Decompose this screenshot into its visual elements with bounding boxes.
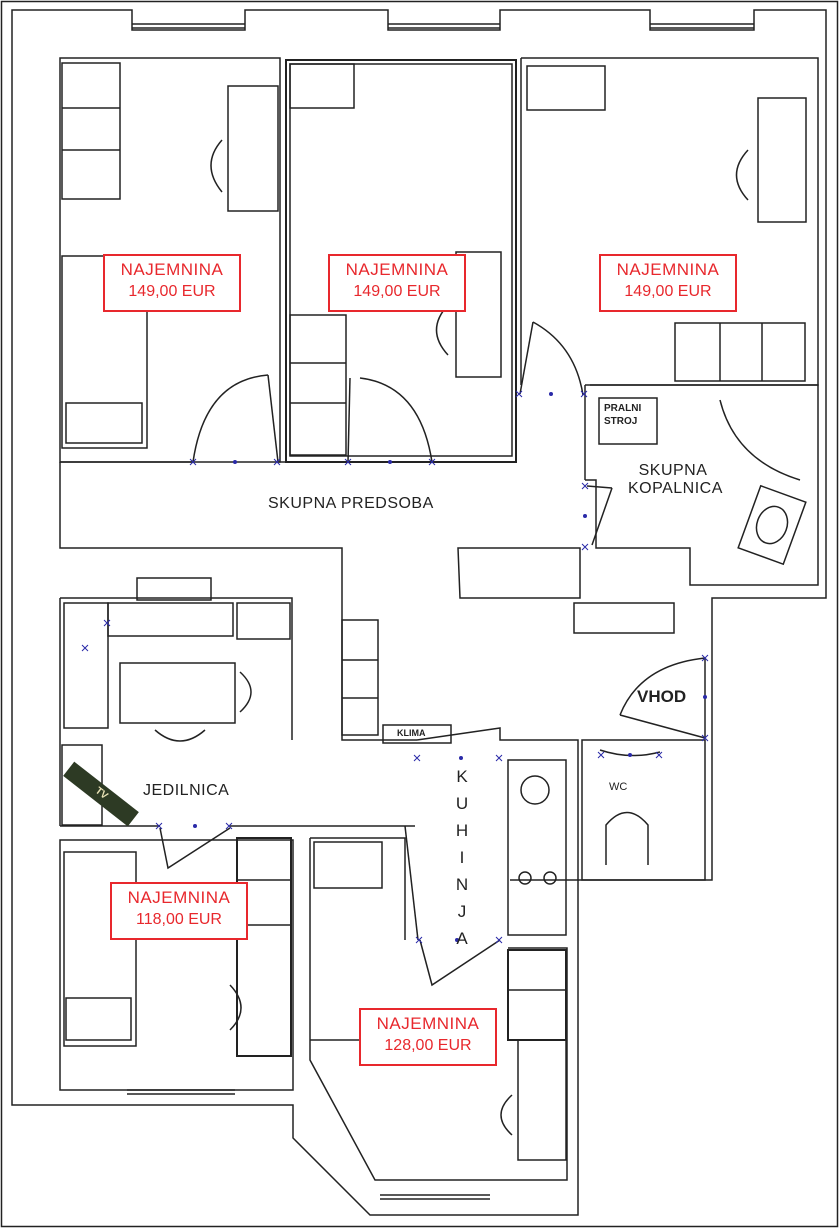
room3-price-box: NAJEMNINA 149,00 EUR [599, 254, 737, 312]
entrance-label: VHOD [637, 687, 687, 706]
kitchen-letter: J [457, 902, 467, 921]
room5-price-box: NAJEMNINA 128,00 EUR [359, 1008, 497, 1066]
hall-walls [59, 462, 417, 741]
room1-price-title: NAJEMNINA [120, 260, 224, 279]
washer-label-line2: STROJ [604, 415, 638, 427]
room2-price-box: NAJEMNINA 149,00 EUR [328, 254, 466, 312]
room1-price-value: 149,00 EUR [128, 283, 216, 300]
kitchen-letter: N [455, 875, 469, 894]
tv-label: TV [92, 785, 110, 802]
door-markers [193, 392, 707, 942]
kitchen-letter: K [456, 767, 468, 786]
wc-walls [581, 739, 706, 881]
room3-price-title: NAJEMNINA [616, 260, 720, 279]
wc-label: WC [609, 781, 628, 793]
room4-price-value: 118,00 EUR [136, 911, 222, 928]
room5-price-value: 128,00 EUR [384, 1037, 472, 1054]
door-crosses [81, 390, 709, 944]
kitchen-label: K U H I N J A [452, 763, 472, 952]
kitchen-letter: A [456, 929, 468, 948]
room5-price-title: NAJEMNINA [376, 1014, 480, 1033]
kitchen-letter: U [455, 794, 469, 813]
room3-price-value: 149,00 EUR [624, 283, 712, 300]
bathroom-label-line2: KOPALNICA [628, 479, 723, 497]
kitchen-letter: H [455, 821, 469, 840]
room2-price-title: NAJEMNINA [345, 260, 449, 279]
room1-price-box: NAJEMNINA 149,00 EUR [103, 254, 241, 312]
bathroom-label-line1: SKUPNA [638, 462, 708, 479]
room4-walls [59, 839, 294, 1091]
bathroom-walls [585, 384, 819, 586]
washer-label-line1: PRALNI [604, 403, 642, 414]
dining-label: JEDILNICA [143, 782, 230, 799]
room2-price-value: 149,00 EUR [353, 283, 441, 300]
hall-label: SKUPNA PREDSOBA [268, 495, 434, 512]
bathroom-label: SKUPNA KOPALNICA [628, 462, 723, 497]
room4-price-box: NAJEMNINA 118,00 EUR [110, 882, 248, 940]
klima-label: KLIMA [397, 728, 426, 738]
kitchen-letter: I [459, 848, 465, 867]
washer-label: PRALNI STROJ [604, 403, 641, 428]
outer-wall [11, 9, 827, 1216]
room5-walls [310, 837, 406, 940]
room4-price-title: NAJEMNINA [127, 888, 231, 907]
dining-walls [60, 597, 293, 740]
